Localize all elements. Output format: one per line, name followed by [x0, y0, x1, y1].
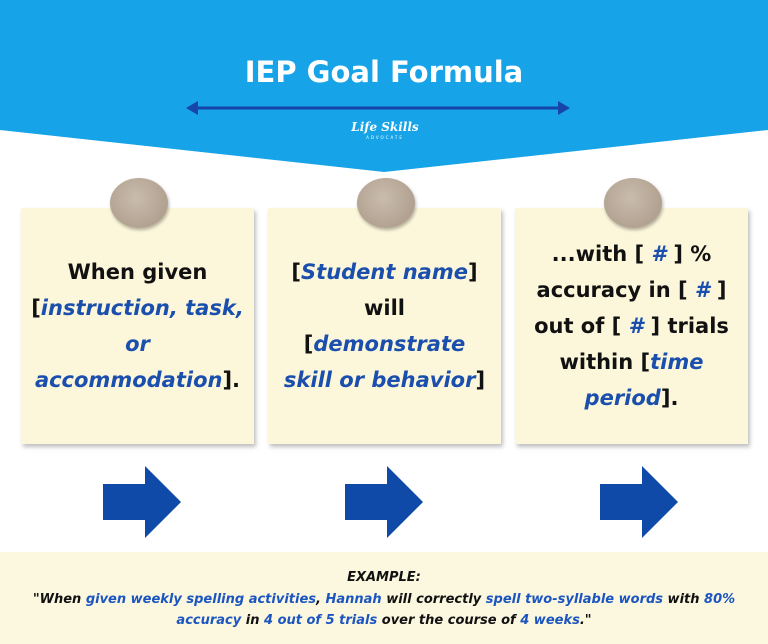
double-arrow-icon	[186, 101, 570, 115]
example-box: EXAMPLE: "When given weekly spelling act…	[0, 552, 768, 644]
page-title: IEP Goal Formula	[244, 55, 524, 89]
note-behavior: [Student name] will [demonstrate skill o…	[268, 208, 501, 444]
right-arrow-icon	[103, 466, 181, 538]
right-arrow-icon	[600, 466, 678, 538]
right-arrow-icon	[345, 466, 423, 538]
note-condition: When given [instruction, task, or accomm…	[21, 208, 254, 444]
pushpin-icon	[604, 178, 662, 228]
pushpin-icon	[110, 178, 168, 228]
header-banner	[0, 0, 768, 172]
pushpin-icon	[357, 178, 415, 228]
example-text: "When given weekly spelling activities, …	[32, 592, 736, 628]
note-criteria: ...with [ # ] % accuracy in [ # ] out of…	[515, 208, 748, 444]
example-heading: EXAMPLE:	[347, 570, 421, 585]
